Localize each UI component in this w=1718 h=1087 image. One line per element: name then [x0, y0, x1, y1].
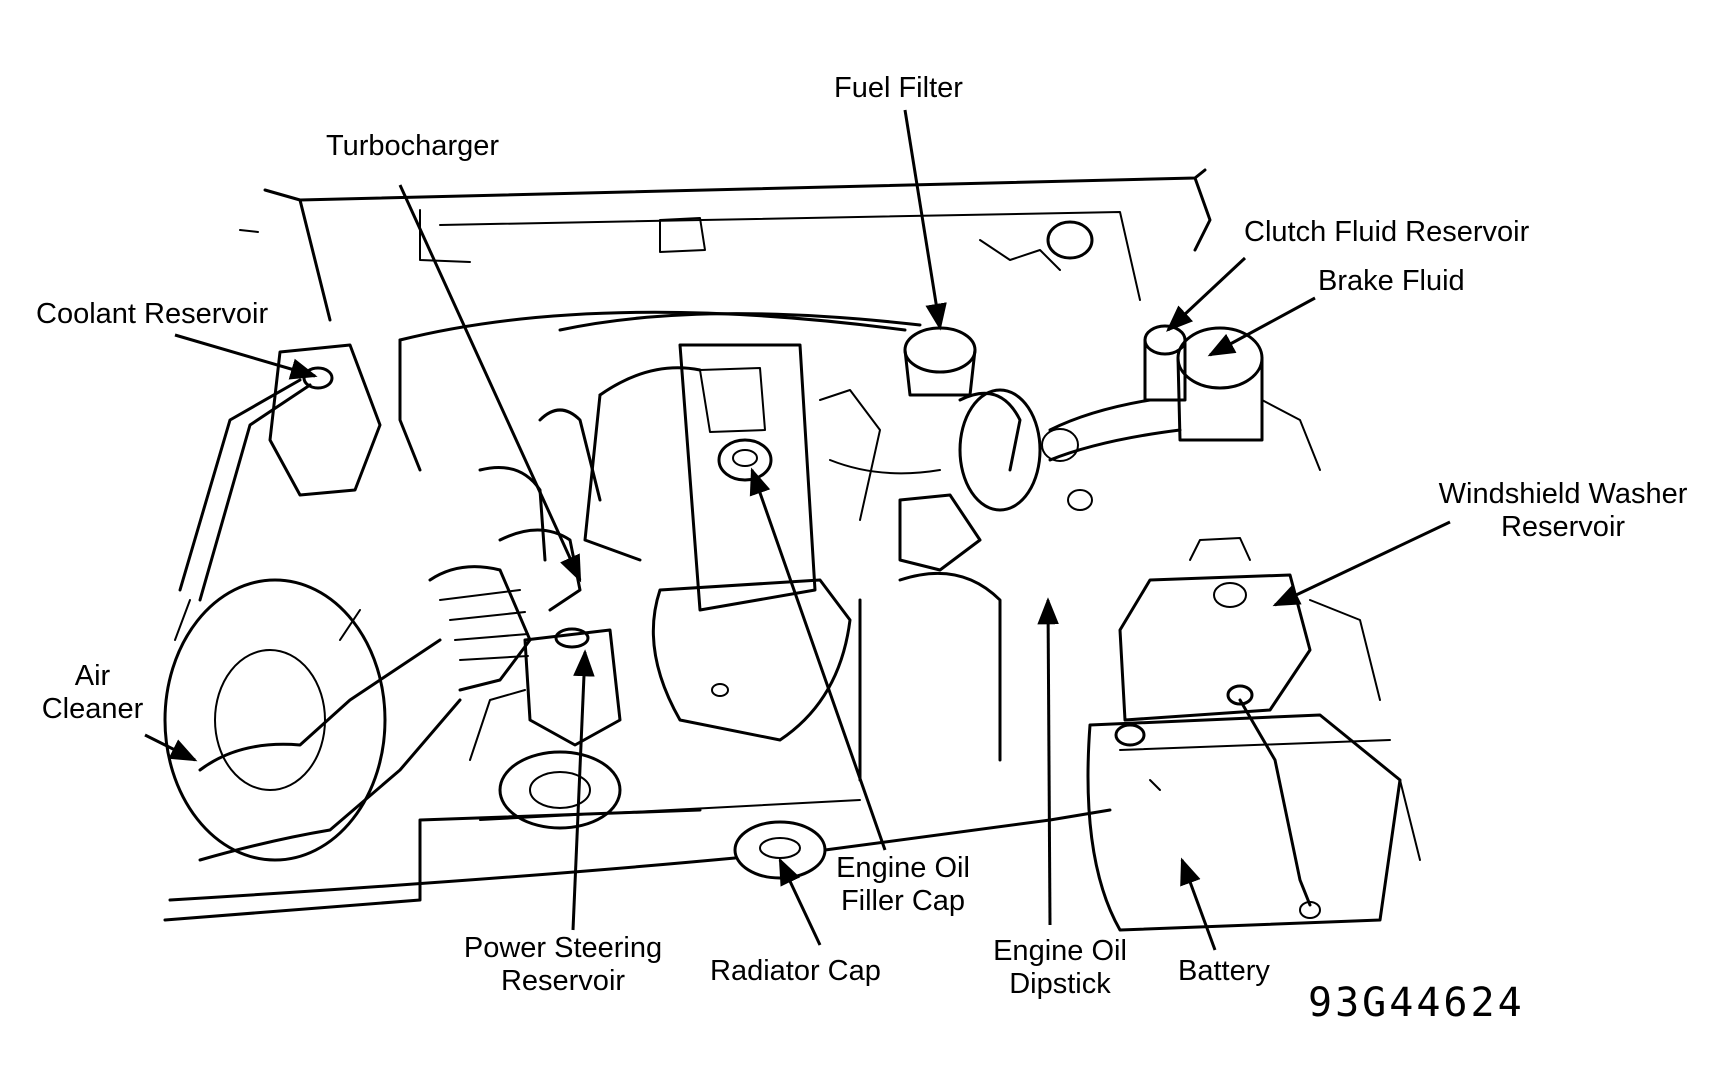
label-coolant-reservoir: Coolant Reservoir: [36, 298, 269, 330]
label-brake-fluid: Brake Fluid: [1318, 265, 1465, 297]
leader-brake-fluid: [1207, 296, 1316, 357]
label-turbocharger: Turbocharger: [326, 130, 500, 162]
fuel-filter-drawing: [398, 220, 1094, 472]
hood-outline: [239, 168, 1212, 322]
label-power-steering-line2: Reservoir: [500, 965, 626, 997]
leader-power-steering: [571, 649, 595, 931]
label-windshield-washer-line2: Reservoir: [1500, 511, 1626, 543]
leader-clutch-fluid: [1166, 256, 1247, 332]
label-air-cleaner-line2: Cleaner: [41, 693, 144, 725]
label-engine-oil-dipstick-line1: Engine Oil: [993, 935, 1127, 967]
label-air-cleaner-line1: Air: [74, 660, 111, 692]
engine-block-drawing: [583, 343, 1042, 782]
brake-clutch-drawing: [1041, 324, 1321, 511]
leader-dipstick: [1037, 597, 1059, 926]
air-cleaner-drawing: [163, 578, 462, 862]
label-engine-oil-filler-line2: Filler Cap: [840, 885, 966, 917]
figure-code: 93G44624: [1308, 980, 1525, 1026]
label-engine-oil-dipstick: Engine Oil Dipstick: [975, 935, 1145, 1001]
coolant-reservoir-drawing: [178, 343, 382, 602]
washer-reservoir-drawing: [1118, 537, 1381, 722]
label-radiator-cap: Radiator Cap: [710, 955, 881, 987]
label-windshield-washer-reservoir: Windshield Washer Reservoir: [1418, 478, 1708, 544]
label-engine-oil-filler-cap: Engine Oil Filler Cap: [818, 852, 988, 918]
leader-air-cleaner: [144, 733, 198, 762]
leader-coolant: [174, 333, 318, 380]
label-air-cleaner: Air Cleaner: [30, 660, 155, 726]
label-fuel-filter: Fuel Filter: [834, 72, 963, 104]
label-clutch-fluid-reservoir: Clutch Fluid Reservoir: [1244, 216, 1530, 248]
label-power-steering-reservoir: Power Steering Reservoir: [448, 932, 678, 998]
leader-washer: [1272, 520, 1451, 607]
leader-fuel-filter: [903, 109, 947, 331]
label-windshield-washer-line1: Windshield Washer: [1438, 478, 1688, 510]
label-engine-oil-dipstick-line2: Dipstick: [1009, 968, 1111, 1000]
leader-radiator-cap: [778, 857, 822, 946]
leader-lines: [144, 109, 1451, 951]
leader-turbocharger: [398, 184, 582, 583]
leader-battery: [1180, 857, 1217, 951]
label-engine-oil-filler-line1: Engine Oil: [836, 852, 970, 884]
leader-engine-oil-filler: [749, 467, 887, 851]
label-battery: Battery: [1178, 955, 1270, 987]
battery-drawing: [1086, 684, 1421, 932]
label-power-steering-line1: Power Steering: [463, 932, 663, 964]
turbocharger-drawing: [428, 408, 602, 692]
power-steering-reservoir-drawing: [469, 627, 622, 830]
